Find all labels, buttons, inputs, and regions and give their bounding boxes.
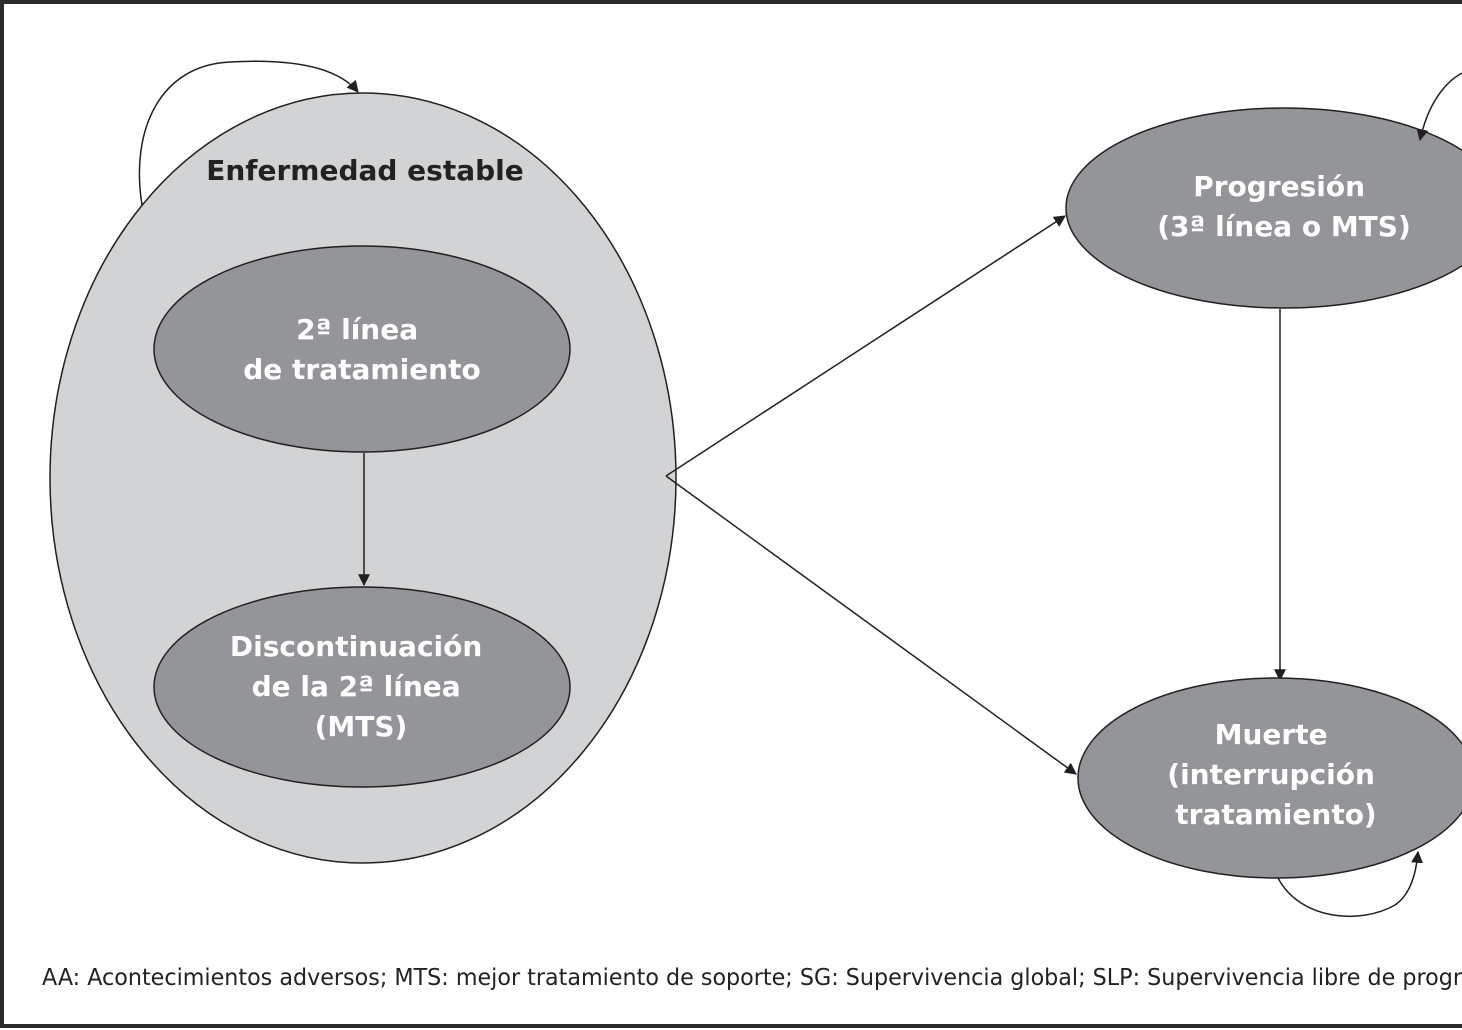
svg-text:Progresión (3ª línea o MTS: Progresión (3ª línea o MTS) xyxy=(1157,170,1411,243)
progression-node xyxy=(1065,107,1462,309)
svg-text:2ª línea de tratamiento: 2ª línea de tratamiento xyxy=(243,313,480,386)
discontinuation-label-1: Discontinuación xyxy=(230,630,482,663)
discontinuation-label-2: de la 2ª línea xyxy=(252,670,461,703)
death-node xyxy=(1077,677,1462,879)
death-self-loop-arrow xyxy=(1277,850,1424,918)
death-label-1: Muerte xyxy=(1215,718,1328,751)
second-line-label-1: 2ª línea xyxy=(296,313,418,346)
footnote: AA: Acontecimientos adversos; MTS: mejor… xyxy=(42,965,1462,991)
progression-label-2: (3ª línea o MTS) xyxy=(1157,210,1411,243)
arrow-stable-to-progression xyxy=(665,215,1067,477)
progression-self-loop-arrow xyxy=(1416,72,1462,142)
discontinuation-node xyxy=(153,586,571,788)
second-line-label-2: de tratamiento xyxy=(243,353,480,386)
progression-label-1: Progresión xyxy=(1193,170,1365,203)
svg-text:Muerte (interrupción t: Muerte (interrupción tratamiento) xyxy=(1167,718,1384,831)
death-label-3: tratamiento) xyxy=(1175,798,1376,831)
svg-text:Discontinuación de la 2ª l: Discontinuación de la 2ª línea (MTS) xyxy=(230,630,492,743)
arrow-stable-to-death xyxy=(665,475,1077,775)
death-label-2: (interrupción xyxy=(1167,758,1375,791)
stable-self-loop-arrow xyxy=(138,60,359,206)
second-line-node xyxy=(153,245,571,453)
discontinuation-label-3: (MTS) xyxy=(315,710,408,743)
stable-disease-label: Enfermedad estable xyxy=(206,154,524,187)
